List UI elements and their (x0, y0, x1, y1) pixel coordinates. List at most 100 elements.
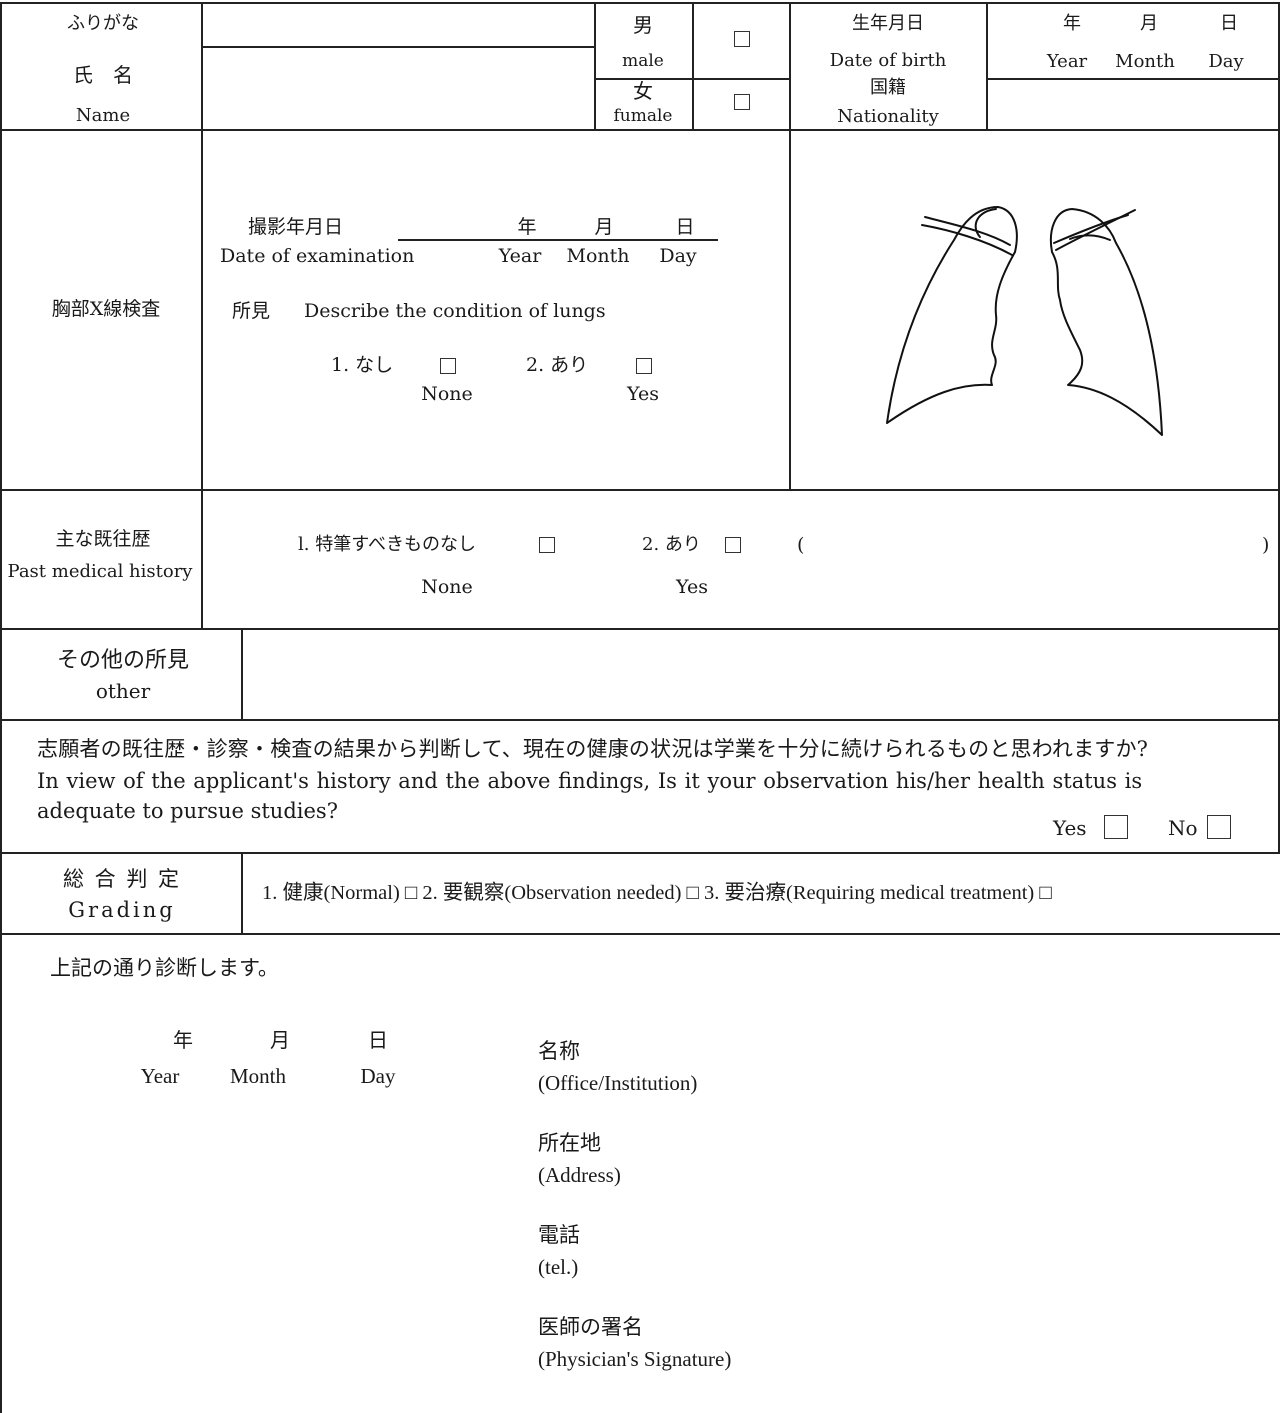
col-divider (692, 2, 694, 130)
border-right (1278, 2, 1280, 854)
sign-year-jp: 年 (173, 1028, 193, 1052)
question-en-line1: In view of the applicant's history and t… (37, 769, 1143, 793)
border-left (0, 2, 2, 1413)
physician-label-en: (Physician's Signature) (538, 1347, 732, 1371)
nationality-field[interactable] (988, 81, 1277, 128)
dob-day-en: Day (1208, 51, 1244, 72)
other-label-jp: その他の所見 (56, 648, 190, 673)
question-no-checkbox[interactable] (1207, 815, 1231, 839)
office-field[interactable] (740, 1040, 1260, 1100)
tel-field[interactable] (740, 1224, 1260, 1284)
exam-day-jp: 日 (675, 216, 695, 238)
name-field[interactable] (204, 49, 593, 128)
dob-year-en: Year (1046, 51, 1088, 72)
exam-date-label-en: Date of examination (220, 245, 415, 267)
border-top (0, 2, 1280, 4)
tel-label-jp: 電話 (538, 1223, 580, 1247)
question-yes-label: Yes (1053, 816, 1087, 840)
other-findings-field[interactable] (244, 631, 1277, 718)
row-divider (0, 719, 1280, 721)
row-divider (0, 628, 1280, 630)
history-yes-checkbox[interactable] (725, 537, 741, 553)
exam-month-en: Month (566, 245, 630, 267)
exam-date-label-jp: 撮影年月日 (248, 216, 344, 238)
history-none-checkbox[interactable] (539, 537, 555, 553)
other-label-en: other (95, 679, 151, 703)
row-divider (0, 852, 1280, 854)
findings-yes-checkbox[interactable] (636, 358, 652, 374)
dob-day-jp: 日 (1220, 13, 1238, 34)
history-paren-close: ) (1262, 534, 1270, 556)
history-paren-open: ( (797, 534, 805, 556)
col-divider (789, 2, 791, 490)
exam-day-en: Day (659, 245, 697, 267)
name-label-en: Name (75, 105, 131, 126)
sign-day-en: Day (360, 1064, 396, 1088)
grading-label-en: Grading (68, 898, 176, 922)
col-divider (241, 853, 243, 934)
history-yes-label: 2. あり (642, 534, 701, 555)
male-label-en: male (622, 51, 664, 71)
xray-label: 胸部X線検査 (51, 298, 161, 320)
history-detail-field[interactable] (810, 528, 1256, 558)
physician-signature-field[interactable] (780, 1316, 1260, 1376)
furigana-label: ふりがな (67, 13, 139, 34)
col-divider (241, 629, 243, 720)
female-label-jp: 女 (633, 79, 653, 103)
exam-year-en: Year (498, 245, 542, 267)
exam-date-field[interactable] (398, 212, 718, 238)
dob-label-en: Date of birth (829, 50, 947, 71)
nationality-label-jp: 国籍 (870, 77, 906, 98)
dob-month-jp: 月 (1140, 13, 1158, 34)
findings-label-en: Describe the condition of lungs (304, 300, 606, 322)
name-label-jp: 氏 名 (73, 63, 133, 87)
dob-divider (986, 78, 1278, 80)
diagnosis-statement: 上記の通り診断します。 (50, 956, 279, 980)
findings-none-en: None (421, 383, 473, 405)
exam-month-jp: 月 (594, 216, 614, 238)
findings-none-label: 1. なし (331, 354, 394, 376)
row-divider (0, 129, 1280, 131)
physician-label-jp: 医師の署名 (538, 1315, 643, 1339)
furigana-field[interactable] (204, 4, 593, 45)
office-label-en: (Office/Institution) (538, 1071, 698, 1095)
tel-label-en: (tel.) (538, 1255, 579, 1279)
grading-label-jp: 総 合 判 定 (62, 867, 182, 891)
sign-year-en: Year (140, 1064, 180, 1088)
sign-month-en: Month (229, 1064, 287, 1088)
history-label-en: Past medical history (7, 561, 193, 582)
grading-options[interactable]: 1. 健康(Normal) □ 2. 要観察(Observation neede… (262, 882, 1052, 904)
findings-none-checkbox[interactable] (440, 358, 456, 374)
dob-month-en: Month (1115, 51, 1175, 72)
address-field[interactable] (740, 1132, 1260, 1192)
exam-year-jp: 年 (517, 216, 537, 238)
history-label-jp: 主な既往歴 (55, 528, 151, 550)
col-divider (201, 2, 203, 629)
exam-date-underline (398, 239, 718, 241)
sign-month-jp: 月 (270, 1028, 290, 1052)
sign-date-field[interactable] (120, 1025, 420, 1095)
question-jp: 志願者の既往歴・診察・検査の結果から判断して、現在の健康の状況は学業を十分に続け… (37, 737, 1149, 761)
col-divider (986, 2, 988, 130)
male-label-jp: 男 (633, 13, 653, 37)
question-yes-checkbox[interactable] (1104, 815, 1128, 839)
office-label-jp: 名称 (538, 1039, 580, 1063)
row-divider (0, 489, 1280, 491)
female-label-en: fumale (613, 106, 673, 126)
findings-yes-en: Yes (627, 383, 659, 405)
dob-label-jp: 生年月日 (852, 13, 924, 34)
row-divider (0, 933, 1280, 935)
nationality-label-en: Nationality (837, 106, 939, 127)
dob-year-jp: 年 (1063, 13, 1081, 34)
female-checkbox[interactable] (734, 94, 750, 110)
male-checkbox[interactable] (734, 31, 750, 47)
findings-label-jp: 所見 (232, 300, 271, 322)
address-label-en: (Address) (538, 1163, 621, 1187)
question-no-label: No (1168, 816, 1198, 840)
address-label-jp: 所在地 (538, 1131, 601, 1155)
dob-field[interactable] (988, 4, 1277, 77)
history-none-label: l. 特筆すべきものなし (298, 534, 476, 555)
lungs-diagram (886, 206, 1163, 436)
col-divider (594, 2, 596, 130)
furigana-divider (202, 46, 594, 48)
